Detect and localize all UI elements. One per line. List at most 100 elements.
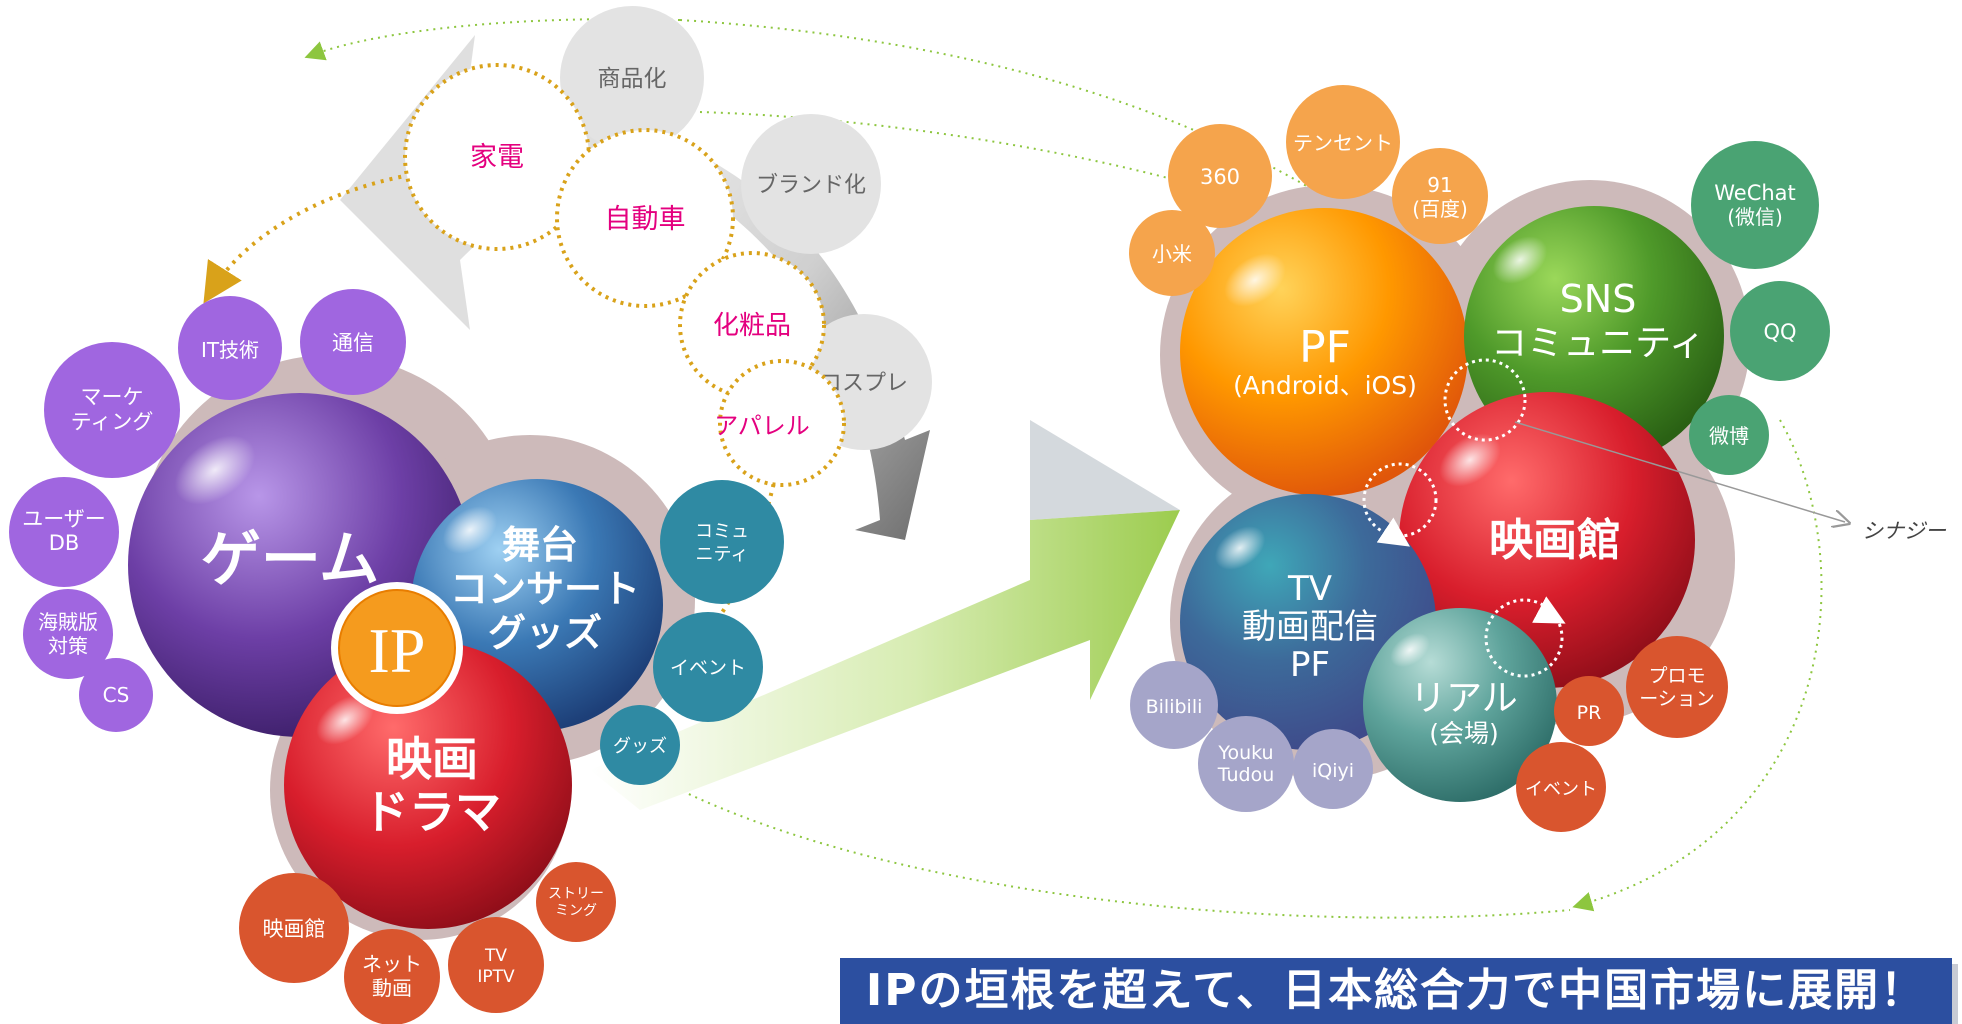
film-gloss (316, 695, 374, 745)
userdb-label-1: ユーザー (22, 507, 106, 531)
pr-label: PR (1577, 702, 1602, 724)
net-bubble (344, 929, 440, 1024)
gold-flow-arrow (203, 173, 411, 304)
promotion-label-2: ーション (1639, 688, 1715, 710)
sns-label-2: コミュニティ (1491, 323, 1705, 364)
wechat-bubble (1691, 141, 1819, 269)
right-lavender-bubbles: Bilibili Youku Tudou iQiyi (1130, 661, 1373, 812)
tvpf-label-3: PF (1290, 645, 1330, 685)
tvpf-label-1: TV (1287, 569, 1332, 609)
youku-label-2: Tudou (1217, 764, 1275, 786)
film-label-2: ドラマ (363, 785, 501, 839)
synergy-tick-2 (1532, 596, 1566, 624)
ip-badge (338, 589, 456, 707)
baidu-bubble (1392, 148, 1488, 244)
streaming-bubble (536, 862, 616, 942)
left-purple-bubbles: IT技術 通信 マーケ ティング ユーザー DB 海賊版 対策 CS (9, 289, 406, 732)
cinema-gloss (1439, 433, 1501, 487)
synergy-tick-1 (1376, 517, 1410, 547)
goods-bubble (600, 705, 680, 785)
cs-label: CS (103, 683, 130, 707)
iqiyi-bubble (1293, 729, 1373, 809)
sns-gloss (1492, 236, 1548, 284)
youku-bubble (1198, 716, 1294, 812)
it-bubble (178, 296, 282, 400)
event-bubble (653, 612, 763, 722)
pink-label-2: 自動車 (605, 204, 686, 235)
ip-label: IP (369, 615, 426, 686)
n360-bubble (1168, 124, 1272, 228)
weibo-bubble (1689, 395, 1769, 475)
userdb-bubble (9, 477, 119, 587)
right-green-bubbles: WeChat (微信) QQ 微博 (1689, 141, 1830, 475)
stage-label-1: 舞台 (502, 523, 578, 567)
telecom-label: 通信 (332, 331, 374, 355)
pink-label-3: 化粧品 (713, 311, 791, 341)
left-cluster: ゲーム 舞台 コンサート グッズ 映画 ドラマ IP (128, 355, 695, 940)
baidu-label-1: 91 (1427, 173, 1452, 197)
bilibili-label: Bilibili (1146, 696, 1203, 718)
community-label-2: ニティ (696, 544, 749, 565)
merch-label-2: ブランド化 (756, 173, 866, 198)
goods-label: グッズ (613, 736, 667, 757)
wechat-label-2: (微信) (1727, 205, 1783, 229)
tencent-label: テンセント (1293, 131, 1393, 155)
community-label-1: コミュ (695, 521, 749, 542)
sns-label-1: SNS (1560, 277, 1637, 321)
qq-label: QQ (1763, 320, 1796, 344)
bilibili-bubble (1130, 661, 1218, 749)
xiaomi-bubble (1129, 210, 1215, 296)
cinema-label: 映画館 (263, 917, 326, 941)
top-return-arrow (304, 18, 681, 61)
cinema-bubble (239, 873, 349, 983)
tv-bubble (448, 917, 544, 1013)
streaming-label-1: ストリー (548, 886, 604, 902)
right-cluster: PF (Android、iOS) SNS コミュニティ 映画館 TV 動画配信 … (1160, 180, 1845, 802)
right-red-bubbles: プロモ ーション PR イベント (1516, 636, 1728, 832)
expansion-arrow (590, 510, 1180, 810)
pf-label-1: PF (1299, 322, 1351, 373)
game-gloss (174, 435, 256, 505)
piracy-bubble (23, 589, 113, 679)
pink-bubble-4 (718, 359, 846, 487)
film-label-1: 映画 (386, 732, 478, 786)
event-right-bubble (1516, 742, 1606, 832)
community-bubble (660, 480, 784, 604)
telecom-bubble (300, 289, 406, 395)
tvpf-label-2: 動画配信 (1242, 607, 1378, 647)
stage-label-3: グッズ (488, 611, 602, 655)
synergy-pointer (1514, 421, 1845, 522)
qq-bubble (1730, 281, 1830, 381)
cs-bubble (79, 658, 153, 732)
merch-bubble-1 (560, 6, 704, 150)
cinema-sphere-label: 映画館 (1489, 515, 1621, 566)
merch-grey-bubbles: 商品化 ブランド化 コスプレ (560, 6, 932, 450)
synergy-swirl-1 (1443, 358, 1527, 442)
wechat-label-1: WeChat (1714, 181, 1796, 205)
pink-label-1: 家電 (470, 142, 524, 173)
net-label-2: 動画 (372, 976, 412, 1000)
youku-label-1: Youku (1217, 742, 1273, 764)
real-label-1: リアル (1410, 678, 1518, 719)
baidu-label-2: (百度) (1412, 197, 1468, 221)
stage-gloss (442, 506, 498, 554)
right-return-arrow (1572, 419, 1823, 912)
headline-banner: IPの垣根を超えて、日本総合力で中国市場に展開！ (840, 958, 1952, 1024)
left-red-bubbles: 映画館 ネット 動画 TV IPTV ストリー ミング (239, 862, 616, 1024)
n360-label: 360 (1200, 165, 1240, 189)
pr-bubble (1554, 676, 1624, 746)
stage-label-2: コンサート (450, 567, 640, 611)
event-label: イベント (670, 657, 746, 679)
userdb-label-2: DB (49, 531, 80, 555)
expansion-arrow-shadow (1030, 420, 1180, 520)
merch-label-1: 商品化 (598, 66, 667, 92)
synergy-label: シナジー (1862, 519, 1947, 543)
pink-label-4: アパレル (714, 412, 810, 440)
pink-bubble-2 (555, 128, 735, 308)
promotion-label-1: プロモ (1648, 665, 1705, 687)
right-orange-bubbles: 360 テンセント 91 (百度) 小米 (1129, 85, 1488, 296)
net-label-1: ネット (362, 952, 422, 976)
it-label: IT技術 (201, 338, 259, 362)
